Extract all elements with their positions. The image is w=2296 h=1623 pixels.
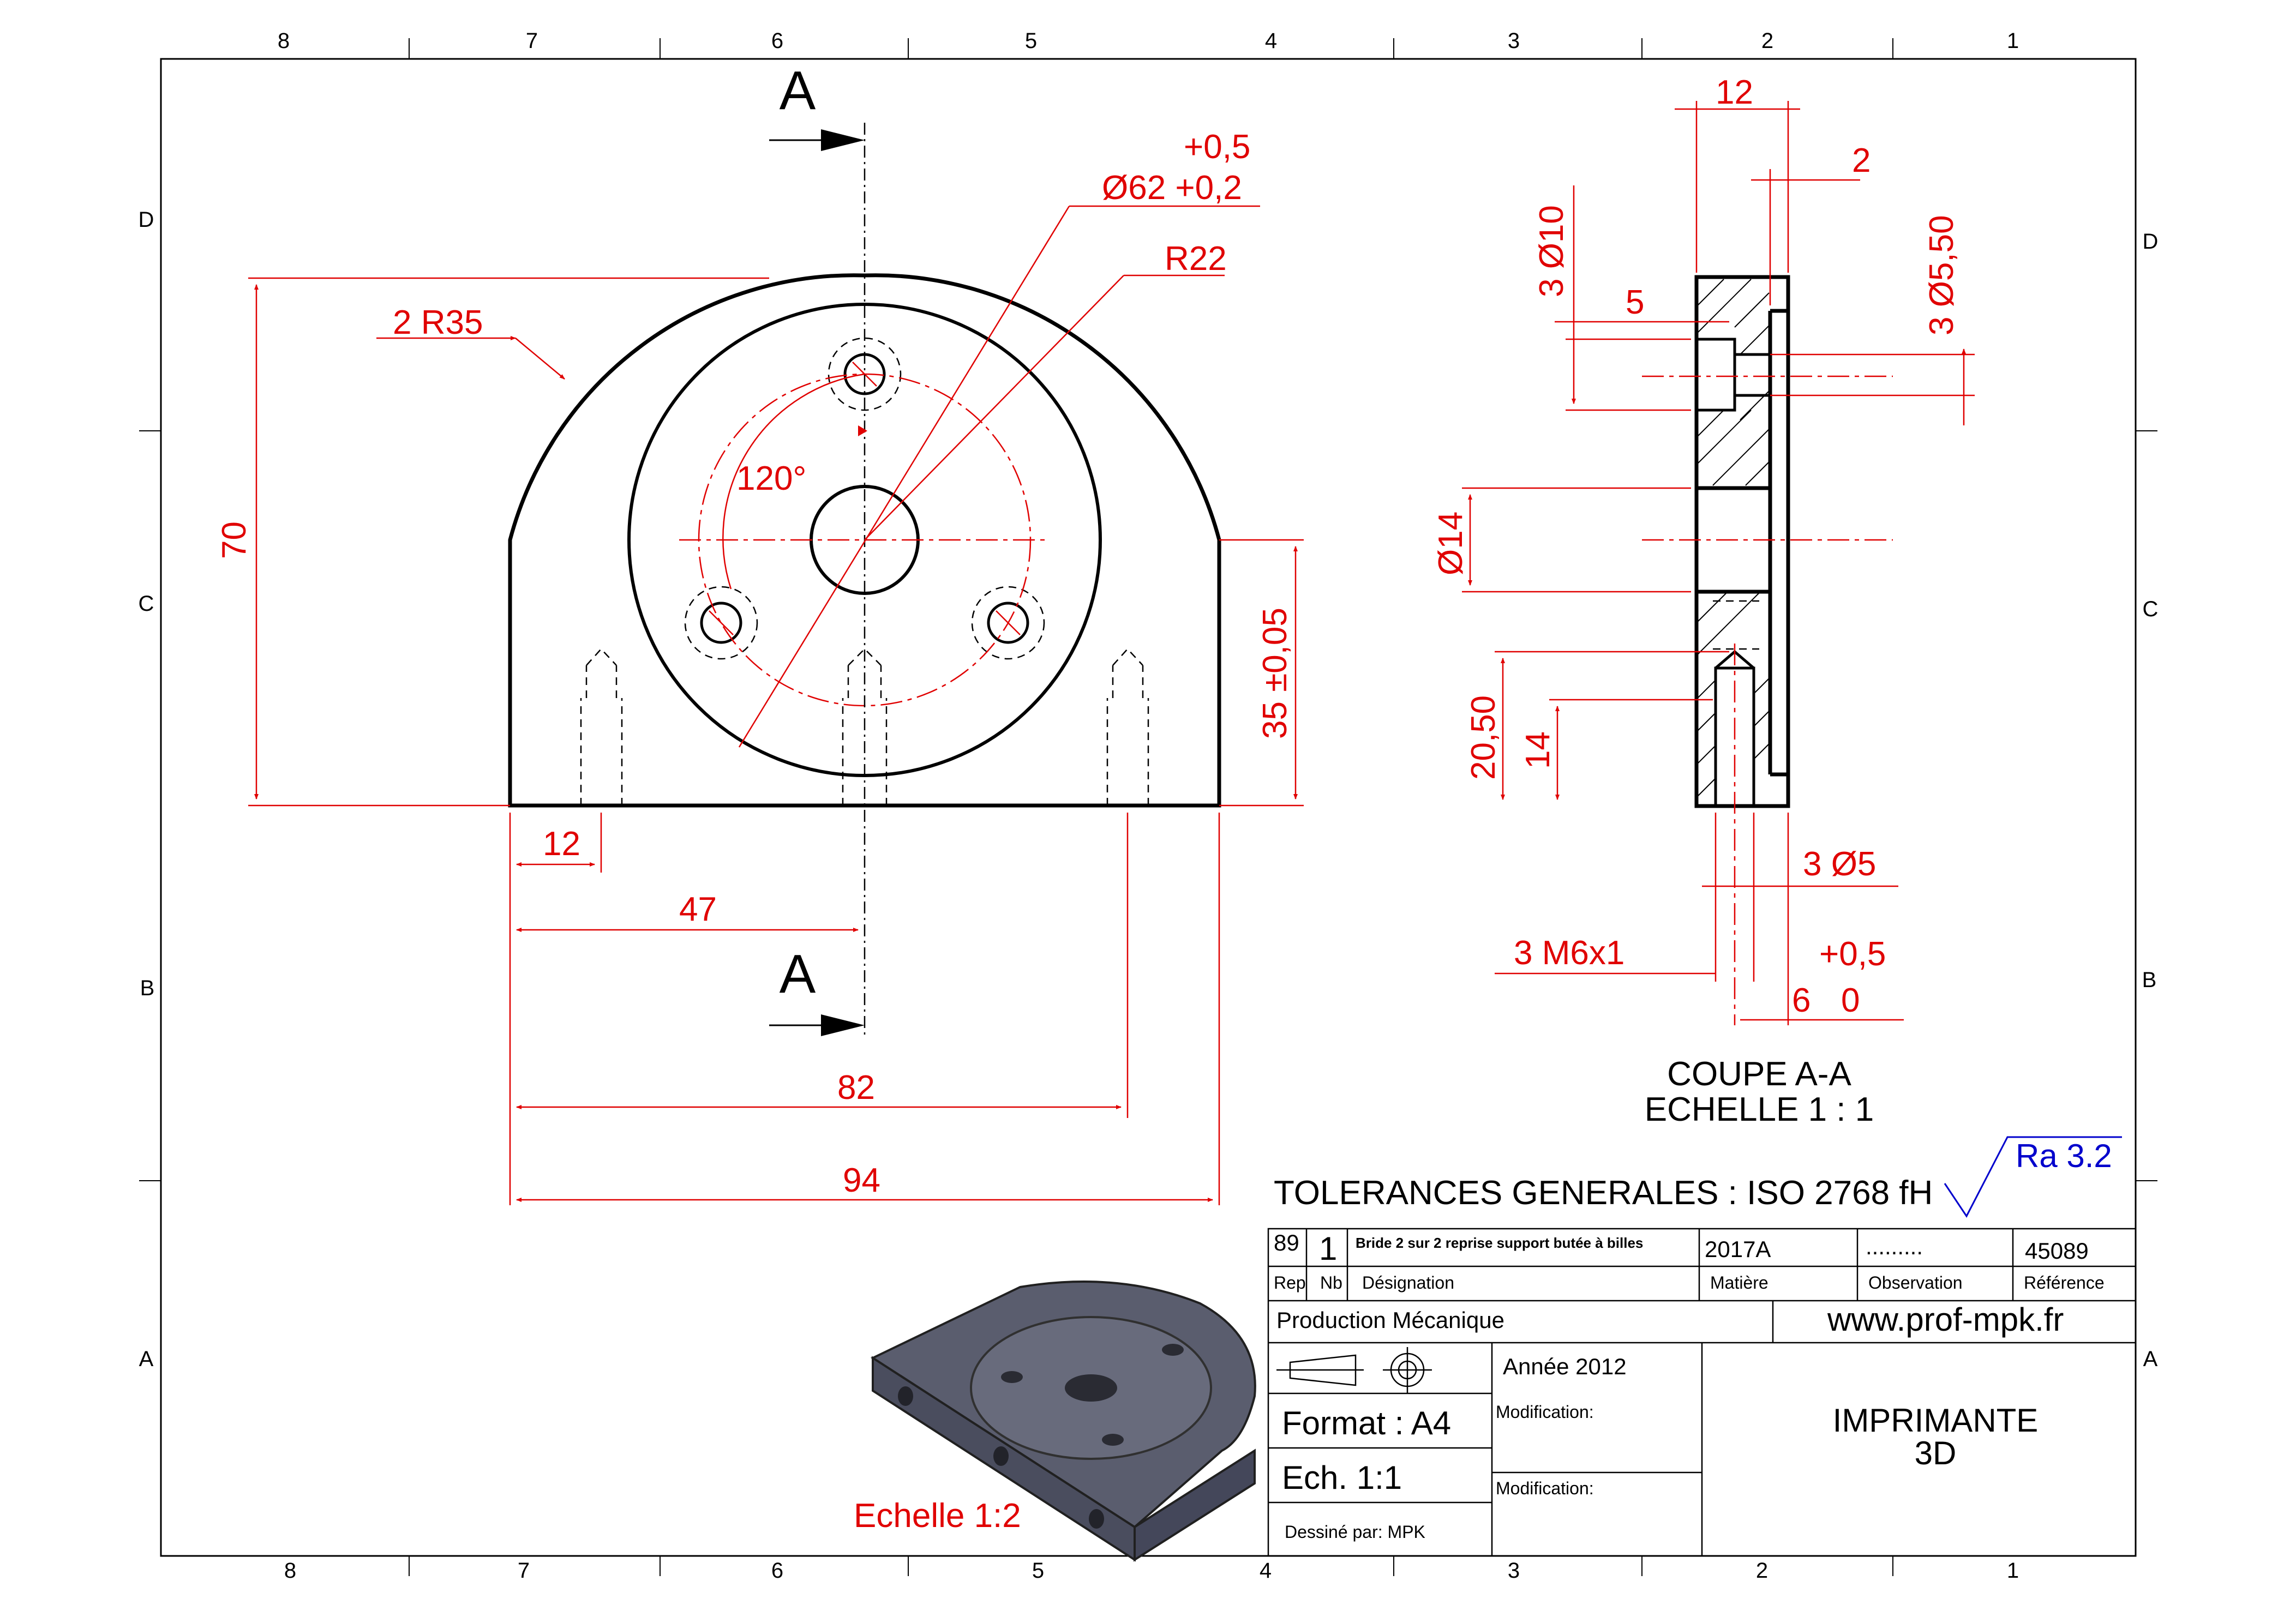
dim-h35: 35 ±0,05 [1256, 608, 1294, 739]
tb-designation-label: Désignation [1362, 1273, 1454, 1293]
tb-project-line2: 3D [1915, 1435, 1957, 1471]
section-caption-line2: ECHELLE 1 : 1 [1645, 1091, 1874, 1128]
dim-sec-hole550: 3 Ø5,50 [1923, 215, 1961, 335]
dim-dia-62: Ø62 +0,2 [1102, 169, 1242, 207]
hole-top-cbore [828, 337, 902, 411]
iso-right-face [1134, 1448, 1256, 1562]
tb-production: Production Mécanique [1276, 1307, 1504, 1333]
hole-left-cbore [684, 586, 758, 660]
front-view: A A +0,5 Ø62 +0,2 R22 [215, 60, 1304, 1205]
zone-row-left-d: D [139, 208, 154, 232]
zone-col-top-4: 4 [1265, 29, 1277, 53]
tb-echelle: Ech. 1:1 [1282, 1459, 1402, 1496]
roughness-symbol [1944, 1136, 2122, 1218]
zone-col-bottom-7: 7 [518, 1559, 530, 1583]
section-label-bottom: A [780, 943, 816, 1005]
zone-col-bottom-4: 4 [1260, 1559, 1272, 1583]
drawing-frame [160, 58, 2137, 1557]
dim-tol-upper: +0,5 [1184, 128, 1250, 166]
tb-project-line1: IMPRIMANTE [1833, 1402, 2039, 1439]
zone-col-bottom-6: 6 [771, 1559, 783, 1583]
hole-right-cbore [971, 586, 1045, 660]
zone-row-right-a: A [2143, 1347, 2158, 1371]
zone-col-top-2: 2 [1761, 29, 1773, 53]
title-block: 89 1 Bride 2 sur 2 reprise support butée… [1267, 1228, 2137, 1557]
tb-designation-value: Bride 2 sur 2 reprise support butée à bi… [1356, 1235, 1643, 1251]
zone-col-top-7: 7 [526, 29, 538, 53]
section-caption-line1: COUPE A-A [1667, 1055, 1851, 1093]
dim-w82: 82 [837, 1069, 875, 1107]
zone-col-top-3: 3 [1508, 29, 1520, 53]
dim-r35: 2 R35 [393, 304, 483, 341]
dim-sec-bore14: Ø14 [1432, 512, 1470, 575]
section-hatching [1697, 279, 1770, 797]
projection-symbol-icon [1276, 1354, 1364, 1386]
tb-modification-2: Modification: [1496, 1478, 1594, 1498]
dim-r22: R22 [1165, 240, 1227, 278]
dim-sec-tol-zero: 0 [1841, 982, 1860, 1019]
tb-rep-value: 89 [1274, 1230, 1299, 1255]
tb-reference-value: 45089 [2025, 1238, 2089, 1264]
hole-left [700, 602, 742, 644]
tb-matiere-label: Matière [1710, 1273, 1769, 1293]
tb-reference-label: Référence [2024, 1273, 2105, 1293]
zone-row-left-c: C [139, 592, 154, 616]
tb-dessine: Dessiné par: MPK [1285, 1522, 1425, 1542]
zone-col-top-1: 1 [2007, 29, 2019, 53]
dim-angle: 120° [736, 460, 806, 497]
dim-w12: 12 [543, 825, 580, 863]
roughness-value: Ra 3.2 [2016, 1138, 2112, 1174]
zone-col-bottom-8: 8 [284, 1559, 296, 1583]
dim-sec-2: 2 [1852, 142, 1871, 179]
section-label-top: A [780, 60, 816, 121]
threaded-holes-hidden [580, 648, 1149, 806]
tb-annee: Année 2012 [1503, 1354, 1627, 1379]
tb-matiere-value: 2017A [1705, 1236, 1771, 1262]
dim-sec-depth6: 6 [1792, 982, 1811, 1019]
tb-observation-value: ......... [1866, 1234, 1923, 1259]
dim-sec-14: 14 [1519, 731, 1557, 769]
zone-col-bottom-3: 3 [1508, 1559, 1520, 1583]
hole-right [987, 602, 1029, 644]
iso-center-hole [1065, 1374, 1117, 1402]
front-outline [508, 273, 1221, 808]
tb-format: Format : A4 [1282, 1405, 1451, 1441]
dim-sec-depth5: 5 [1626, 284, 1644, 321]
dim-sec-thread: 3 M6x1 [1514, 934, 1624, 972]
dim-sec-cbore: 3 Ø10 [1533, 205, 1570, 297]
general-tolerances: TOLERANCES GENERALES : ISO 2768 fH [1274, 1174, 1933, 1212]
dim-w94: 94 [843, 1162, 880, 1199]
zone-col-bottom-2: 2 [1756, 1559, 1768, 1583]
dim-w47: 47 [679, 891, 717, 928]
tb-rep-label: Rep [1274, 1273, 1306, 1293]
tb-observation-label: Observation [1868, 1273, 1963, 1293]
dim-sec-2050: 20,50 [1465, 695, 1502, 780]
iso-scale-label: Echelle 1:2 [854, 1497, 1021, 1535]
zone-col-bottom-1: 1 [2007, 1559, 2019, 1583]
tb-website: www.prof-mpk.fr [1827, 1301, 2064, 1338]
zone-row-left-a: A [139, 1347, 154, 1371]
dim-sec-12: 12 [1716, 74, 1753, 111]
zone-row-left-b: B [140, 976, 155, 1000]
zone-col-top-5: 5 [1025, 29, 1037, 53]
zone-row-right-c: C [2143, 597, 2159, 621]
section-view: 12 2 3 Ø10 3 Ø5,50 5 Ø14 20,50 14 3 Ø5 3… [1432, 74, 1975, 1128]
zone-col-top-6: 6 [771, 29, 783, 53]
dim-h70: 70 [215, 521, 253, 559]
tb-nb-value: 1 [1319, 1230, 1337, 1267]
dim-sec-tol-plus: +0,5 [1819, 935, 1886, 973]
tb-modification-1: Modification: [1496, 1402, 1594, 1422]
isometric-view: Echelle 1:2 [854, 1281, 1256, 1562]
zone-col-top-8: 8 [278, 29, 290, 53]
zone-col-bottom-5: 5 [1032, 1559, 1044, 1583]
dim-sec-dia5: 3 Ø5 [1803, 845, 1876, 883]
tb-nb-label: Nb [1320, 1273, 1342, 1293]
zone-ticks [139, 38, 2157, 1576]
zone-row-right-b: B [2142, 968, 2157, 992]
zone-row-right-d: D [2143, 230, 2159, 254]
